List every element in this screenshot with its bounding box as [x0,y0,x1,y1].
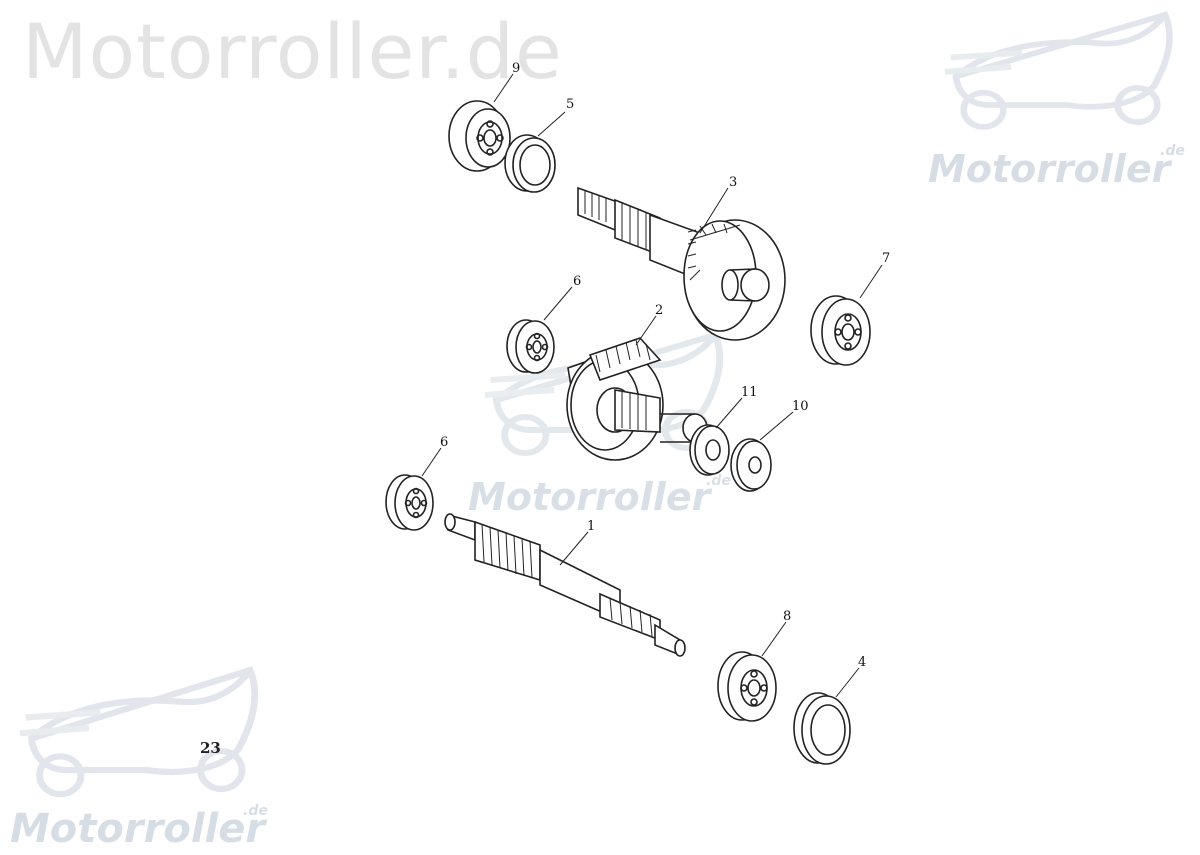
logo-suffix: .de [243,803,268,819]
washer-part-11 [689,424,730,476]
callout-label: 6 [573,274,581,289]
callout-label: 5 [566,97,574,112]
washer-part-10 [730,438,772,492]
logo-top-right: Motorroller .de [928,15,1185,191]
callout-label: 6 [440,435,448,450]
logo-center: Motorroller .de [468,335,731,519]
drive-shaft-part-3 [577,186,786,341]
callout-label: 10 [792,399,809,414]
callout-label: 9 [512,61,520,76]
logo-wordmark: Motorroller [468,475,713,519]
page-number: 23 [200,739,221,757]
main-shaft-part-1 [444,513,686,657]
oil-seal-part-5 [504,134,556,193]
logo-suffix: .de [706,473,731,489]
callout-label: 1 [587,519,595,534]
callout-label: 7 [882,251,890,266]
callout-label: 11 [741,385,758,400]
callout-label: 4 [858,655,866,670]
bearing-part-9 [448,100,511,172]
bearing-part-6-upper [506,319,555,374]
watermark-title: Motorroller.de [22,7,563,96]
logo-wordmark: Motorroller [10,806,267,852]
oil-seal-part-4 [793,692,851,765]
callout-label: 3 [729,175,737,190]
callout-label: 8 [783,609,791,624]
bearing-part-7 [810,295,871,366]
logo-suffix: .de [1160,143,1185,159]
bearing-part-6-lower [385,474,434,531]
bearing-part-8 [717,651,777,722]
leader-lines [421,73,883,698]
counter-gear-part-2 [566,337,708,461]
logo-wordmark: Motorroller [928,147,1173,191]
logo-bottom-left: Motorroller .de [10,670,268,852]
callout-label: 2 [655,303,663,318]
